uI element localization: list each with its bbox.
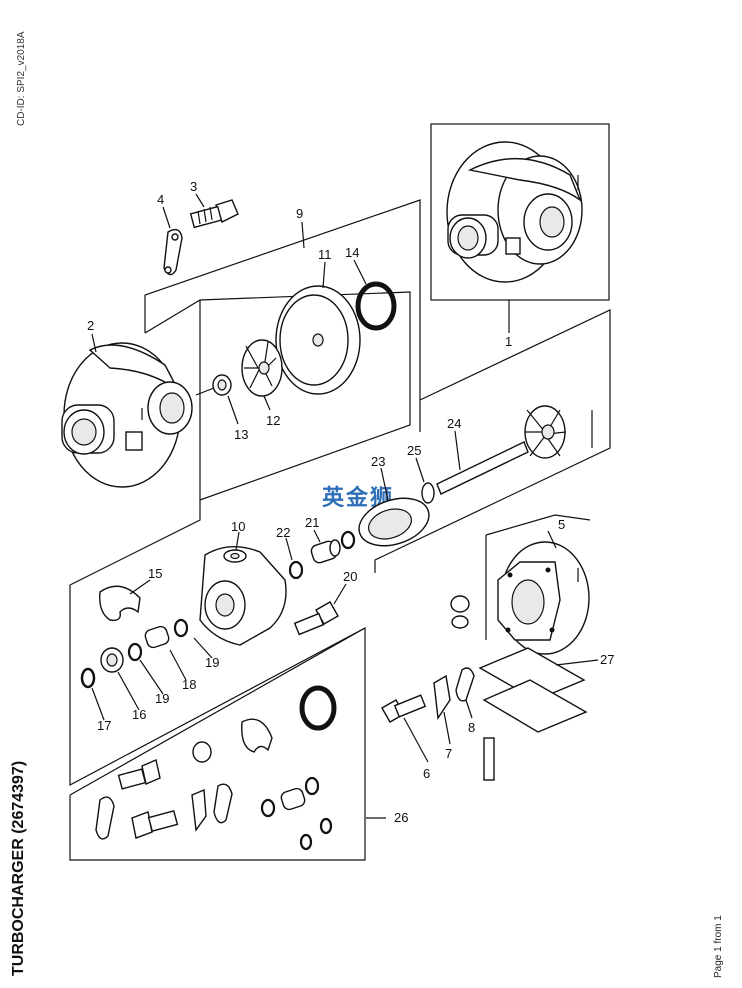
callout-8: 8 (468, 720, 475, 735)
nut-washer-set (450, 595, 470, 629)
callout-11: 11 (318, 247, 332, 262)
stud (483, 737, 495, 781)
shaft-turbine-wheel-part-24 (436, 405, 567, 495)
compressor-wheel-part-12 (241, 339, 283, 397)
callout-10: 10 (231, 519, 245, 534)
callout-13: 13 (234, 427, 248, 442)
callout-21: 21 (305, 515, 319, 530)
box-part-9-inner (144, 291, 411, 501)
clamp-part-7 (433, 674, 451, 720)
callout-26: 26 (394, 810, 408, 825)
bushing-part-21 (310, 539, 341, 564)
bolt-part-6 (381, 694, 427, 723)
kit-part-26 (95, 685, 337, 851)
callout-16: 16 (132, 707, 146, 722)
box-part-26 (69, 626, 366, 861)
callout-5: 5 (558, 517, 565, 532)
callout-9: 9 (296, 206, 303, 221)
callout-25: 25 (407, 443, 421, 458)
compressor-housing-part-5 (497, 541, 590, 655)
center-housing-part-10 (199, 546, 287, 646)
callout-20: 20 (343, 569, 357, 584)
callout-19b: 19 (205, 655, 219, 670)
box-part-5 (485, 514, 591, 536)
callout-19a: 19 (155, 691, 169, 706)
clamp-part-4 (163, 228, 183, 276)
box-center-left (69, 585, 366, 786)
callout-23: 23 (371, 454, 385, 469)
turbocharger-assembly-part-1 (446, 141, 583, 283)
thrust-plate-part-15 (99, 585, 141, 622)
callout-4: 4 (157, 192, 164, 207)
o-ring-part-14 (355, 281, 397, 331)
callout-18: 18 (182, 677, 196, 692)
gasket-part-27 (478, 647, 599, 733)
callout-15: 15 (148, 566, 162, 581)
backplate-part-11 (275, 285, 361, 395)
circlip-part-19a (127, 642, 143, 662)
circlip-part-19b (173, 618, 189, 638)
circlip-part-22 (288, 560, 304, 580)
box-shaft (374, 309, 611, 573)
box-part-9-right (144, 199, 421, 432)
thrust-collar-part-16 (100, 647, 124, 673)
heat-shield-part-23 (358, 497, 430, 547)
callout-6: 6 (423, 766, 430, 781)
callout-2: 2 (87, 318, 94, 333)
clamp-part-8 (455, 667, 475, 702)
bolt-part-20 (293, 601, 339, 636)
callout-22: 22 (276, 525, 290, 540)
callout-14: 14 (345, 245, 359, 260)
group-outlines (69, 123, 611, 861)
box-center-top (69, 500, 201, 586)
callout-1: 1 (505, 334, 512, 349)
callout-17: 17 (97, 718, 111, 733)
bolt-part-3 (189, 199, 239, 229)
callout-labels: 1 2 3 4 5 6 7 8 9 10 11 12 13 14 15 16 1… (87, 179, 614, 825)
bushing-part-18 (144, 625, 170, 649)
circlip-part-21b (340, 530, 356, 550)
callout-27: 27 (600, 652, 614, 667)
turbine-housing-part-2 (61, 342, 193, 488)
ring-part-17 (80, 667, 96, 689)
callout-24: 24 (447, 416, 461, 431)
nut-part-13 (195, 374, 232, 396)
callout-3: 3 (190, 179, 197, 194)
callout-12: 12 (266, 413, 280, 428)
ring-part-25 (421, 482, 435, 504)
leader-lines (91, 193, 557, 819)
box-part-1 (430, 123, 610, 301)
callout-7: 7 (445, 746, 452, 761)
